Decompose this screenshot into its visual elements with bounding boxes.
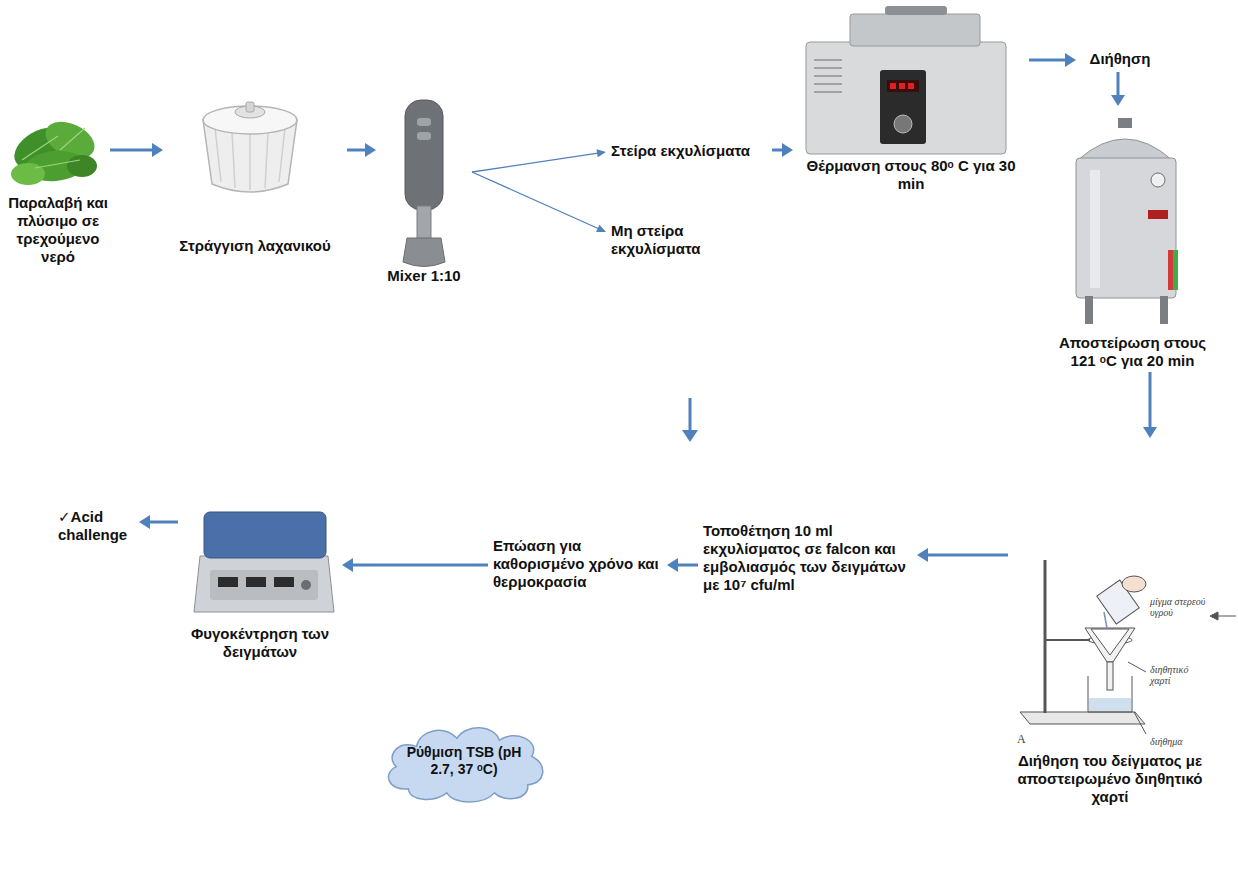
step-label: Επώαση για καθορισμένο χρόνο και θερμοκρ… xyxy=(490,535,665,593)
flow-arrow xyxy=(472,149,606,172)
arrow-line xyxy=(149,521,178,524)
cloud-text: Ρύθμιση TSB (pH 2.7, 37 ᵒC) xyxy=(400,744,528,778)
step-text: Φυγοκέντρηση των δειγμάτων xyxy=(180,625,340,661)
hand-mixer-picture xyxy=(403,100,445,267)
picture-space xyxy=(165,95,345,237)
arrow-head xyxy=(1111,95,1125,106)
arrow-head xyxy=(667,558,678,572)
picture-space xyxy=(180,505,340,625)
step-label: Διήθηση xyxy=(1078,48,1162,70)
arrow-head xyxy=(365,143,376,157)
arrow-line xyxy=(1117,72,1120,96)
cloud-note: Ρύθμιση TSB (pH 2.7, 37 ᵒC) xyxy=(378,718,550,804)
step-text: Παραλαβή και πλύσιμο σε τρεχούμενο νερό xyxy=(8,194,108,266)
arrow-head xyxy=(1143,427,1157,438)
step-label: Τοποθέτηση 10 ml εκχυλίσματος σε falcon … xyxy=(700,520,915,596)
picture-space xyxy=(1055,108,1210,334)
flow-arrow xyxy=(342,558,488,572)
salad-spinner-picture xyxy=(203,102,297,192)
picture-space xyxy=(378,95,470,267)
arrow-head xyxy=(152,143,163,157)
picture-caption: Θέρμανση στους 80ᵒ C για 30 min xyxy=(795,3,1027,193)
flow-arrow xyxy=(472,172,606,232)
flow-arrow xyxy=(139,515,178,529)
picture-space xyxy=(8,110,108,194)
illustration-label: διηθητικό χαρτί xyxy=(1150,664,1206,686)
arrow-head xyxy=(917,548,928,562)
arrow-head xyxy=(1065,53,1076,67)
step-label: Μη στείρα εκχυλίσματα xyxy=(608,220,726,260)
step-text: Στείρα εκχυλίσματα xyxy=(611,142,767,160)
down-arrow xyxy=(682,398,698,442)
arrow-line xyxy=(472,153,598,172)
arrow-head xyxy=(782,143,793,157)
picture-caption: Mixer 1:10 xyxy=(378,95,470,285)
cloud-text-holder: Ρύθμιση TSB (pH 2.7, 37 ᵒC) xyxy=(400,744,528,778)
arrow-line xyxy=(677,564,698,567)
step-text: Τοποθέτηση 10 ml εκχυλίσματος σε falcon … xyxy=(703,522,912,594)
arrow-line xyxy=(1029,59,1066,62)
water-bath-picture xyxy=(806,6,1006,154)
picture-caption: Παραλαβή και πλύσιμο σε τρεχούμενο νερό xyxy=(8,110,108,266)
flow-arrow xyxy=(1143,372,1157,438)
arrow-head xyxy=(596,225,606,232)
picture-caption: Διήθηση του δείγματος με αποστειρωμένο δ… xyxy=(1010,440,1210,806)
arrow-line xyxy=(1149,372,1152,428)
filtration-picture xyxy=(1020,560,1236,734)
flow-arrow xyxy=(347,143,376,157)
picture-caption: Αποστείρωση στους 121 ᵒC για 20 min xyxy=(1055,108,1210,370)
arrow-line xyxy=(772,149,783,152)
step-text: ✓Acid challenge xyxy=(58,508,134,544)
step-text: Διήθηση xyxy=(1081,50,1159,68)
step-text: Αποστείρωση στους 121 ᵒC για 20 min xyxy=(1055,334,1210,370)
arrow-line xyxy=(352,564,488,567)
step-text: Θέρμανση στους 80ᵒ C για 30 min xyxy=(795,157,1027,193)
result-label: ✓Acid challenge xyxy=(55,506,137,546)
picture-caption: Στράγγιση λαχανικού xyxy=(165,95,345,255)
step-text: Επώαση για καθορισμένο χρόνο και θερμοκρ… xyxy=(493,537,662,591)
step-text: Διήθηση του δείγματος με αποστειρωμένο δ… xyxy=(1010,752,1210,806)
autoclave-picture xyxy=(1076,118,1178,324)
spinach-picture xyxy=(7,115,100,185)
illustration-label: διήθημα xyxy=(1150,736,1206,747)
flow-arrow xyxy=(667,558,698,572)
arrow-line xyxy=(472,172,599,229)
step-label: Στείρα εκχυλίσματα xyxy=(608,140,770,162)
arrow-head xyxy=(139,515,150,529)
centrifuge-picture xyxy=(194,512,334,612)
flow-arrow xyxy=(1029,53,1076,67)
arrow-line xyxy=(347,149,366,152)
step-text: Στράγγιση λαχανικού xyxy=(165,237,345,255)
illustration-label: A xyxy=(1017,733,1031,746)
arrow-head xyxy=(597,149,606,157)
flow-arrow xyxy=(1111,72,1125,106)
arrow-line xyxy=(927,554,1008,557)
flow-arrow xyxy=(110,143,163,157)
flow-arrow xyxy=(772,143,793,157)
illustration-label: μίγμα στερεού υγρού xyxy=(1150,596,1206,618)
flow-arrow xyxy=(917,548,1008,562)
cloud-outline xyxy=(388,728,542,802)
arrow-line xyxy=(110,149,153,152)
picture-caption: Φυγοκέντρηση των δειγμάτων xyxy=(180,505,340,661)
picture-space xyxy=(795,3,1027,157)
arrow-head xyxy=(342,558,353,572)
step-text: Mixer 1:10 xyxy=(378,267,470,285)
step-text: Μη στείρα εκχυλίσματα xyxy=(611,222,723,258)
